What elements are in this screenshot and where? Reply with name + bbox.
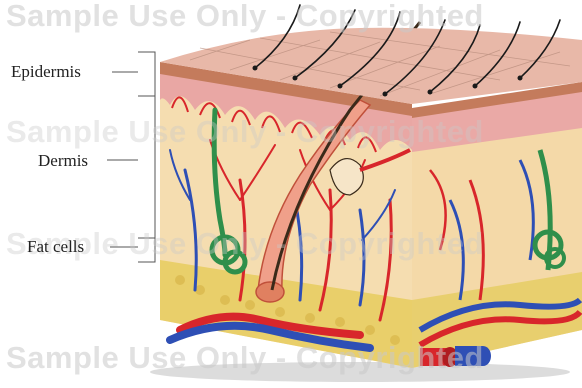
base-shadow [150,362,570,382]
label-bracket [107,52,155,262]
fat-cells-label: Fat cells [27,237,84,257]
right-face [412,82,582,368]
epidermis-label: Epidermis [11,62,81,82]
vessel-ends [420,346,491,367]
dermis-label: Dermis [38,151,88,171]
